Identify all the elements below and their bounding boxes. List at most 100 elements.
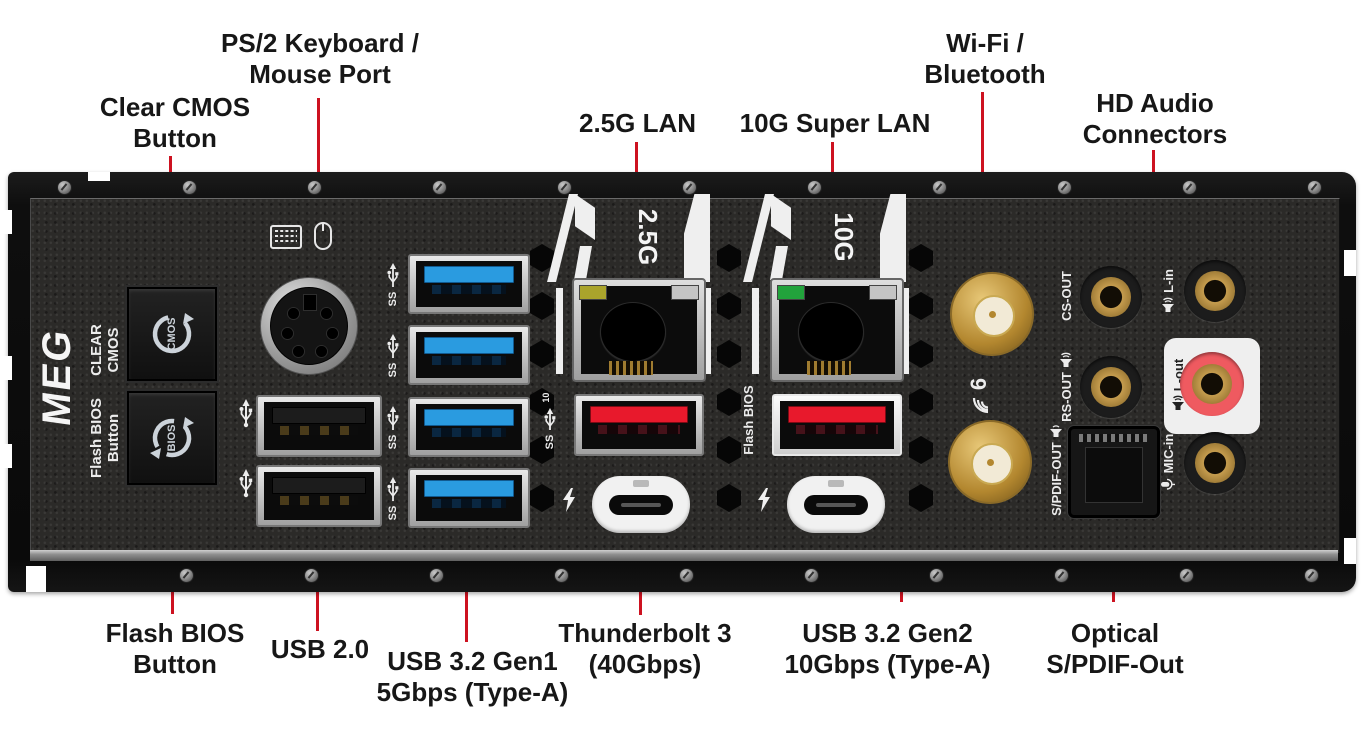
label-line: Flash BIOS [88, 397, 105, 479]
label-line: MIC-in [1160, 433, 1176, 474]
screw [182, 180, 197, 195]
wifi6-text: 6 [966, 377, 991, 391]
ss-text: SS [387, 505, 399, 521]
ss-usb-icon: SS [384, 256, 402, 312]
screw [432, 180, 447, 195]
screw [304, 568, 319, 583]
ss-text: SS [387, 362, 399, 378]
edge-notch [1344, 538, 1356, 564]
jack-ring [1091, 277, 1131, 317]
label-line: HD Audio [1096, 88, 1214, 118]
lan-deco-sidebar [902, 288, 909, 374]
usb-pins [280, 426, 358, 435]
audio-jack-mic-in [1184, 432, 1246, 494]
ss10-text: 10 [541, 392, 551, 403]
audio-label-rs-out: RS-OUT [1059, 342, 1074, 432]
wifi6-icon: 6 [957, 373, 1001, 419]
callout-label-usb20: USB 2.0 [255, 634, 385, 665]
label-line: Clear CMOS [99, 92, 251, 122]
edge-notch [0, 356, 12, 380]
usb-tongue [272, 407, 366, 424]
ps2-pin-hole [293, 346, 304, 357]
io-shield-bottom-edge [30, 550, 1338, 561]
lan-jack-opening [798, 302, 864, 362]
label-line: CMOS [105, 327, 122, 373]
usb-pins [796, 425, 878, 434]
mouse-icon [312, 221, 334, 256]
usb-pins [280, 496, 358, 505]
audio-label-cs-out: CS-OUT [1059, 260, 1074, 332]
callout-label-hd-audio: HD Audio Connectors [1065, 88, 1245, 150]
ps2-pin-hole [327, 328, 338, 339]
usb3-gen1-port [408, 468, 530, 528]
usbc-tab [633, 480, 649, 487]
callout-label-25g-lan: 2.5G LAN [550, 108, 725, 139]
lan-port-10g [770, 278, 904, 382]
keyboard-icon [270, 225, 302, 254]
clear-cmos-side-label: CLEAR CMOS [87, 308, 123, 392]
flash-bios-button: BIOS [127, 391, 217, 485]
ps2-pin-hole [316, 346, 327, 357]
usb-pins [432, 428, 506, 437]
lan-pins [807, 361, 851, 375]
audio-label-l-in: L-in [1160, 251, 1176, 331]
lan-led-right [671, 285, 699, 300]
label-line: Button [133, 123, 217, 153]
usb3-gen2-flash-bios-port [772, 394, 902, 456]
screw [179, 568, 194, 583]
label-line: 10Gbps (Type-A) [784, 649, 991, 679]
jack-ring [1195, 443, 1235, 483]
lan-deco-stripe [575, 194, 595, 240]
usb-tongue [590, 406, 688, 423]
ss-usb-icon: SS [384, 327, 402, 383]
antenna-pin [986, 458, 994, 466]
thunderbolt-icon [560, 487, 578, 518]
usb-tongue [424, 337, 514, 354]
ps2-pin-hole [282, 328, 293, 339]
ps2-pin-hole [321, 308, 332, 319]
thunderbolt-port [787, 476, 885, 533]
usb-pins [432, 285, 506, 294]
audio-jack-l-in [1184, 260, 1246, 322]
label-line: Bluetooth [924, 59, 1046, 89]
usb-tongue [424, 480, 514, 497]
ps2-key-notch [304, 295, 316, 310]
ps2-port [260, 277, 358, 375]
usb-tongue [424, 266, 514, 283]
label-line: (40Gbps) [588, 649, 702, 679]
lan-led-left [579, 285, 607, 300]
flash-bios-port-label: Flash BIOS [740, 382, 756, 458]
screw [307, 180, 322, 195]
ss-text: SS [544, 434, 556, 450]
label-line: 10G Super LAN [739, 108, 931, 138]
screw [929, 568, 944, 583]
usb-pins [432, 499, 506, 508]
usbc-pin [816, 503, 856, 507]
lan-10g-badge: 10G [829, 193, 860, 281]
antenna-core [972, 294, 1016, 338]
screw [429, 568, 444, 583]
screw [804, 568, 819, 583]
label-line: S/PDIF-OUT [1048, 442, 1064, 516]
thunderbolt-port [592, 476, 690, 533]
usb-tongue [424, 409, 514, 426]
screw [1054, 568, 1069, 583]
audio-label-spdif-out: S/PDIF-OUT [1048, 414, 1064, 524]
clear-cmos-button: CMOS [127, 287, 217, 381]
screw [57, 180, 72, 195]
label-line: Mouse Port [249, 59, 391, 89]
meg-logo: MEG [32, 321, 82, 432]
lan-deco-sidebar [752, 288, 759, 374]
label-line: USB 2.0 [270, 634, 370, 664]
usbc-pin [621, 503, 661, 507]
usb3-gen1-port [408, 325, 530, 385]
screw [1179, 568, 1194, 583]
label-line: USB 3.2 Gen2 [802, 618, 973, 648]
audio-jack-rs-out [1080, 356, 1142, 418]
callout-label-flash-bios: Flash BIOS Button [85, 618, 265, 680]
svg-text:CMOS: CMOS [166, 318, 178, 351]
label-line: Flash BIOS [740, 385, 756, 455]
label-line: L-in [1160, 269, 1176, 293]
lan-deco-stripe [771, 194, 791, 240]
audio-jack-l-out [1180, 352, 1244, 416]
